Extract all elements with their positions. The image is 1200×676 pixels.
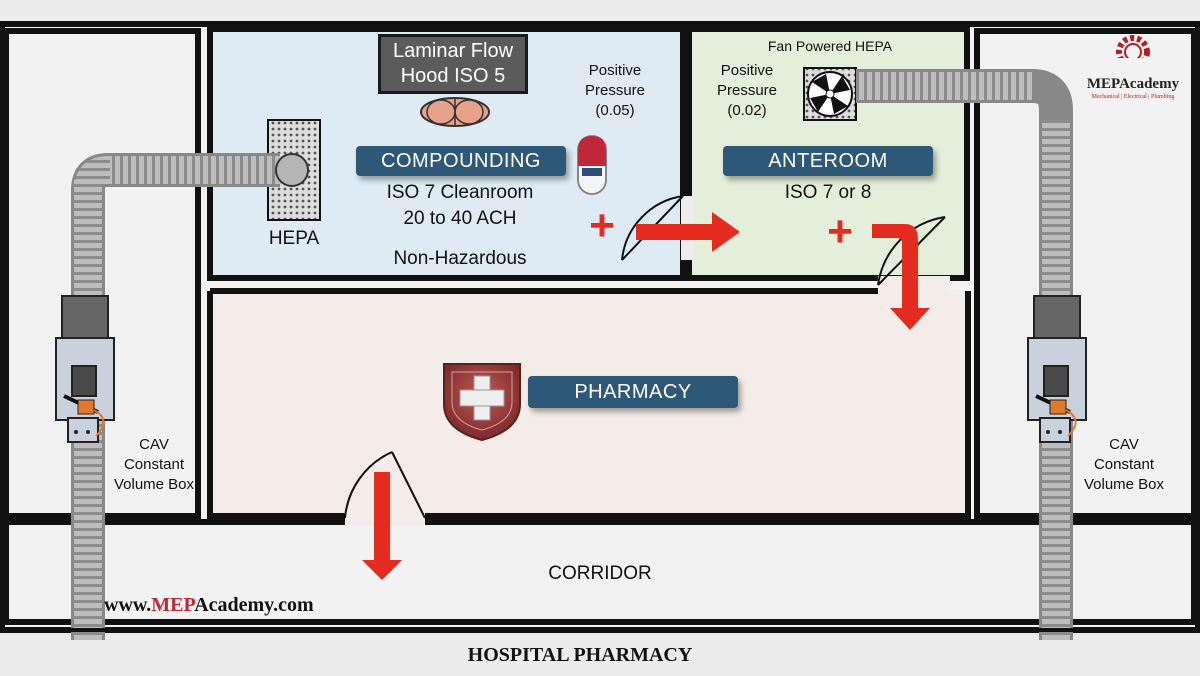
gear-icon	[1113, 35, 1153, 72]
pressure-gauge-icon	[577, 135, 607, 195]
right-mech-space	[980, 33, 1192, 513]
hood-line2: Hood ISO 5	[400, 65, 506, 87]
anteroom-pressure-line1: Positive	[720, 62, 774, 79]
diagram-title: HOSPITAL PHARMACY	[467, 644, 693, 666]
arrow-pharmacy-to-corridor	[362, 472, 402, 580]
hepa-label: HEPA	[268, 228, 320, 249]
website-prefix: www.	[104, 594, 152, 616]
cav-left-line1: CAV	[139, 436, 169, 453]
website-suffix: Academy.com	[194, 594, 314, 616]
mepacademy-logo: MEPAcademy Mechanical | Electrical | Plu…	[1083, 32, 1183, 102]
compounding-note: Non-Hazardous	[393, 248, 527, 269]
cav-box-left	[55, 295, 115, 443]
airflow-arrows	[362, 212, 930, 580]
compounding-pressure-value: (0.05)	[595, 102, 635, 119]
website-url[interactable]: www.MEPAcademy.com	[104, 593, 404, 617]
laminar-flow-hood: Laminar Flow Hood ISO 5	[378, 34, 528, 94]
logo-tagline: Mechanical | Electrical | Plumbing	[1091, 94, 1175, 100]
pharmacy-label: PHARMACY	[528, 376, 738, 408]
corridor-label: CORRIDOR	[548, 563, 652, 584]
compounding-class-line2: 20 to 40 ACH	[403, 208, 517, 229]
arrow-anteroom-to-pharmacy	[872, 224, 930, 330]
anteroom-pressure-line2: Pressure	[716, 82, 778, 99]
hood-line1: Laminar Flow	[392, 40, 514, 62]
fan-hepa-label: Fan Powered HEPA	[767, 38, 893, 54]
website-brand: MEP	[151, 594, 195, 616]
compounding-pressure-line2: Pressure	[584, 82, 646, 99]
anteroom-pressure-value: (0.02)	[727, 102, 767, 119]
cav-left-line3: Volume Box	[113, 476, 195, 493]
fan-icon	[807, 71, 853, 117]
positive-symbol-anteroom: +	[827, 207, 853, 256]
arrow-compounding-to-anteroom	[636, 212, 740, 252]
compounding-label: COMPOUNDING	[356, 146, 566, 176]
logo-wordmark: MEPAcademy	[1086, 76, 1180, 92]
compounding-pressure-line1: Positive	[588, 62, 642, 79]
anteroom-label: ANTEROOM	[723, 146, 933, 176]
hood-fixture-icon	[420, 97, 490, 127]
positive-symbol-compounding: +	[589, 201, 615, 250]
compounding-class-line1: ISO 7 Cleanroom	[386, 182, 534, 203]
medical-cross-icon	[443, 363, 521, 442]
cav-right-line1: CAV	[1109, 436, 1139, 453]
cav-right-line2: Constant	[1093, 456, 1155, 473]
anteroom-class: ISO 7 or 8	[784, 182, 872, 203]
cav-right-line3: Volume Box	[1083, 476, 1165, 493]
cav-left-line2: Constant	[123, 456, 185, 473]
pharmacy-walls	[207, 288, 971, 519]
cav-box-right	[1027, 295, 1087, 443]
